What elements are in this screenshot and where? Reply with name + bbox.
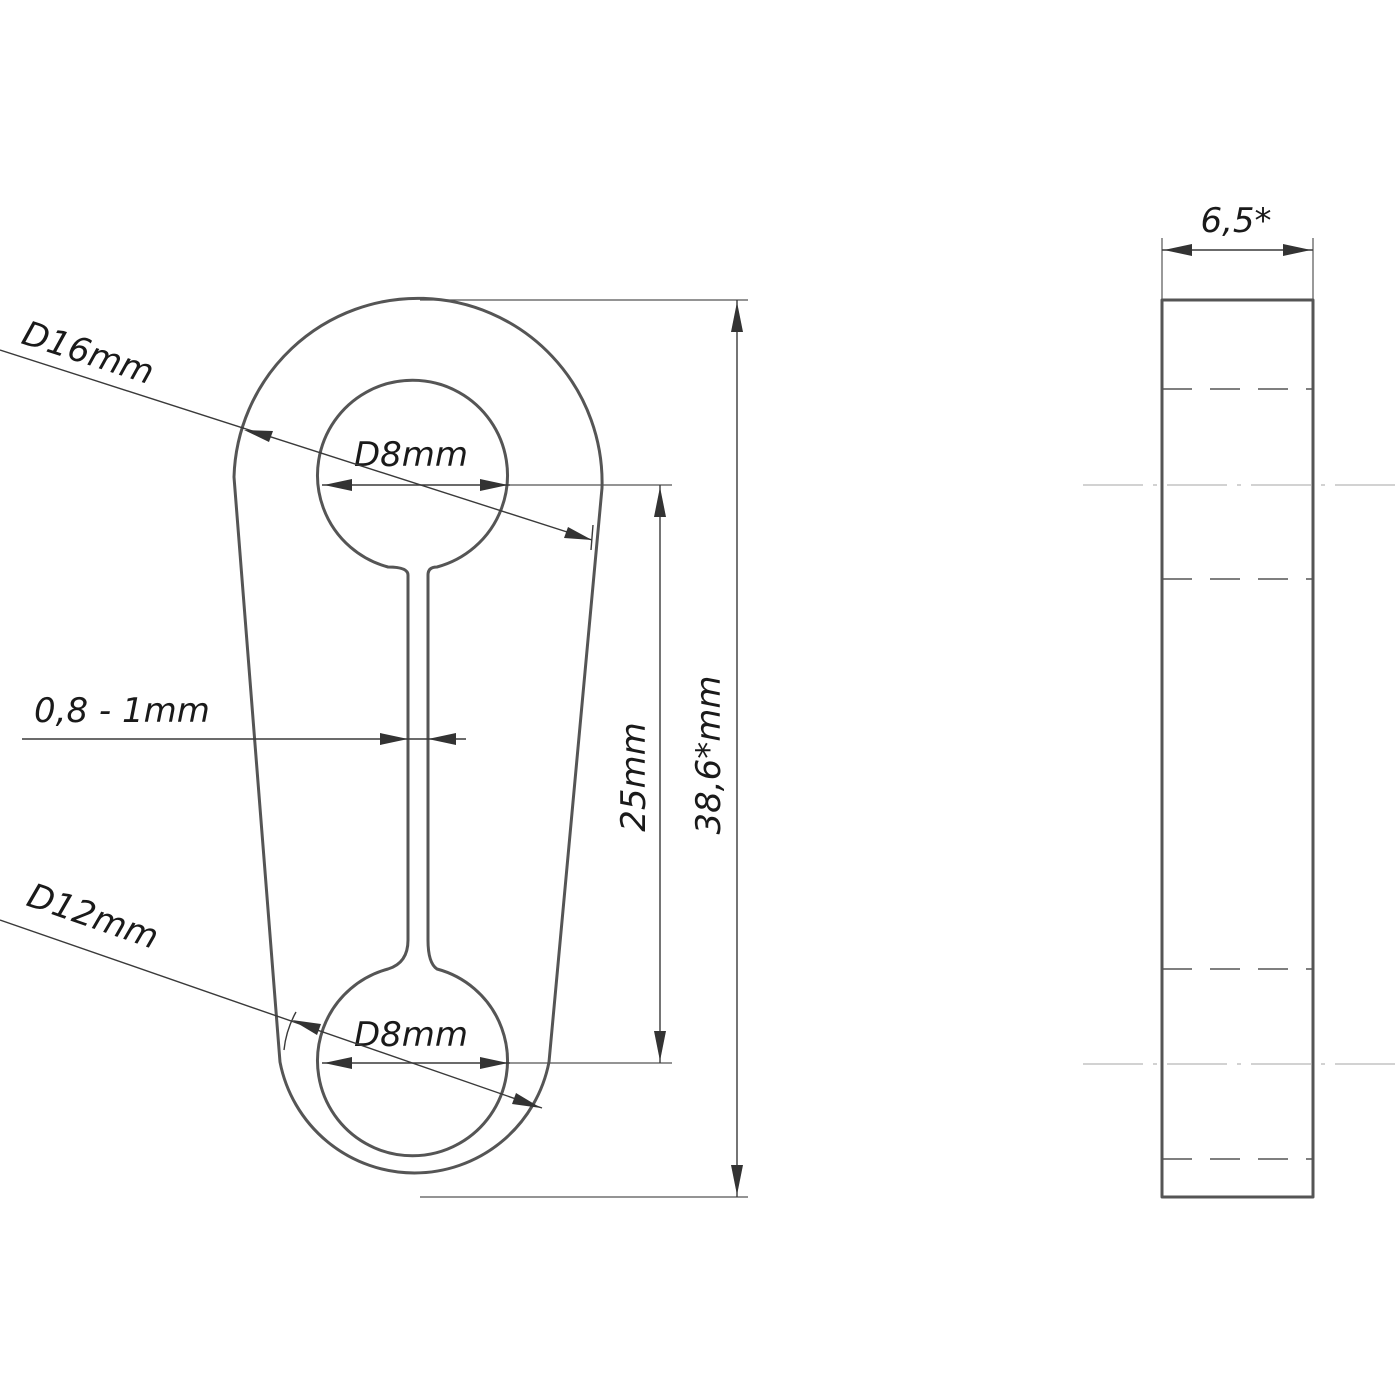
thickness-label: 6,5* [1200,201,1271,241]
bottom-hole-dimension: D8mm [322,1015,510,1069]
front-view-inner-slot [316,378,509,1158]
top-hole-label: D8mm [354,435,468,475]
slit-width-dimension: 0,8 - 1mm [22,691,466,745]
overall-length-dimension: 38,6*mm [689,300,743,1197]
top-hole-dimension: D8mm [322,435,510,491]
outer-top-diameter-label: D16mm [17,313,158,393]
outer-bottom-diameter-dimension: D12mm [0,876,543,1109]
outer-bottom-diameter-label: D12mm [22,876,163,958]
slit-width-label: 0,8 - 1mm [34,691,210,731]
outer-top-diameter-dimension: D16mm [0,313,594,551]
side-view-outline [1160,298,1315,1199]
overall-length-label: 38,6*mm [689,676,729,835]
thickness-dimension: 6,5* [1161,201,1314,300]
hole-spacing-label: 25mm [614,722,654,832]
bottom-hole-label: D8mm [354,1015,468,1055]
hole-spacing-dimension: 25mm [614,485,666,1063]
